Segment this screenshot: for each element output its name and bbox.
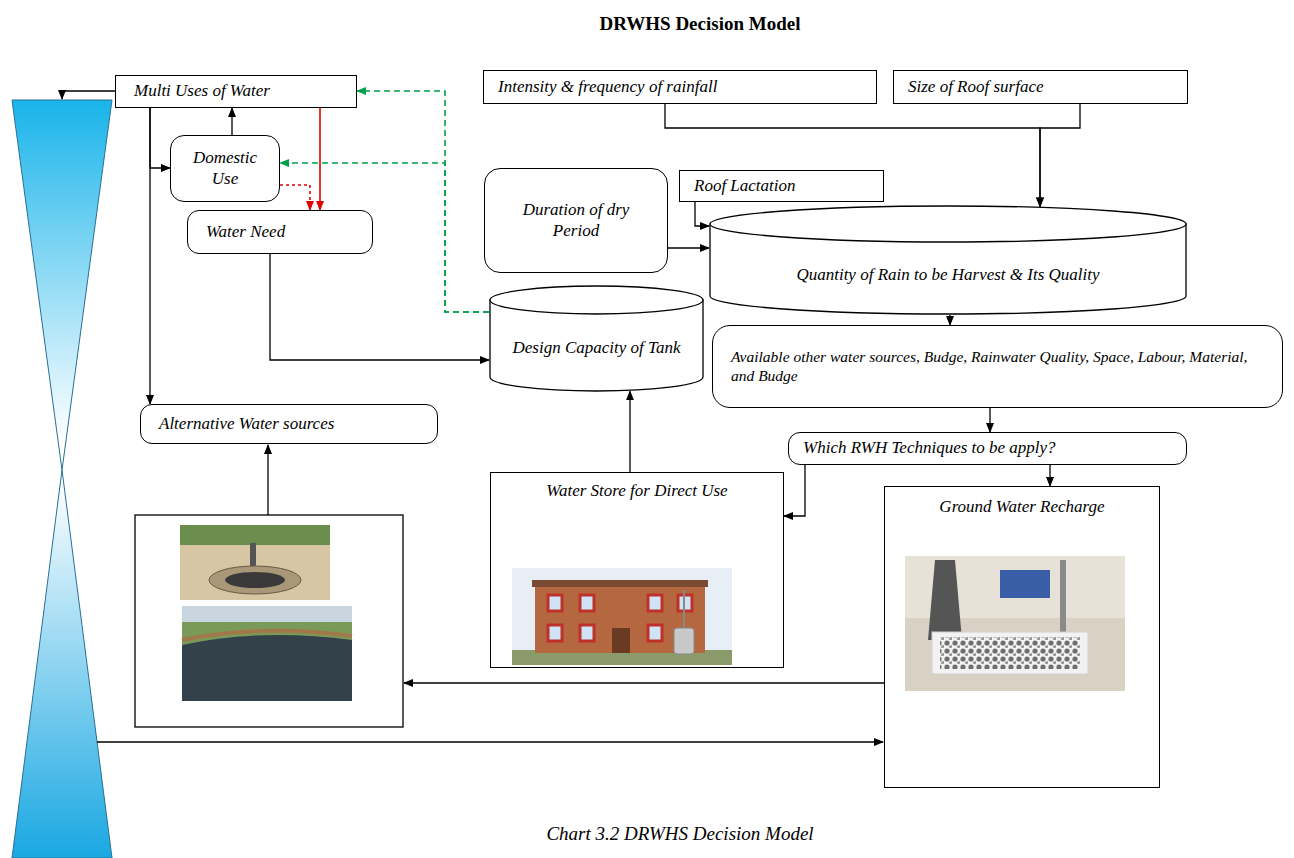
house-picture bbox=[580, 625, 594, 641]
pond-photo bbox=[182, 635, 352, 701]
node-label: Roof Lactation bbox=[694, 176, 873, 196]
connector-arrow bbox=[629, 391, 630, 472]
tank-cylinder: Design Capacity of Tank bbox=[489, 285, 704, 392]
house-picture bbox=[532, 580, 708, 587]
house-picture bbox=[580, 595, 594, 611]
diagram-title: DRWHS Decision Model bbox=[450, 12, 950, 36]
node-label: Size of Roof surface bbox=[908, 77, 1177, 97]
connector-arrow bbox=[319, 108, 321, 210]
node-label: Which RWH Techniques to be apply? bbox=[803, 438, 1176, 458]
house-picture bbox=[648, 625, 662, 641]
recharge-pit-picture bbox=[1000, 570, 1050, 598]
house-picture bbox=[548, 625, 562, 641]
house-picture bbox=[612, 628, 630, 653]
house-picture bbox=[535, 587, 705, 653]
hourglass-figure bbox=[12, 100, 112, 858]
cylinder-outline bbox=[709, 205, 1187, 315]
connector-arrow bbox=[784, 465, 805, 516]
well-photo bbox=[180, 525, 330, 600]
flow-line bbox=[62, 91, 115, 99]
node-label: Duration of dry Period bbox=[501, 200, 651, 241]
decision-box: Which RWH Techniques to be apply? bbox=[788, 432, 1187, 465]
well-photo bbox=[180, 525, 330, 600]
chart-caption: Chart 3.2 DRWHS Decision Model bbox=[420, 822, 940, 846]
connector-arrow bbox=[695, 202, 709, 226]
node-label: Intensity & frequency of rainfall bbox=[498, 77, 866, 97]
node-label: Water Store for Direct Use bbox=[531, 481, 743, 501]
recharge-pit-picture bbox=[905, 556, 1125, 691]
connector-arrow bbox=[150, 108, 170, 168]
recharge-pit-picture bbox=[940, 637, 1080, 669]
flow-line bbox=[404, 682, 884, 683]
recharge-pit-picture bbox=[1060, 560, 1066, 640]
node-label: Ground Water Recharge bbox=[925, 497, 1119, 517]
use-box: Domestic Use bbox=[170, 135, 280, 202]
node-label: Water Need bbox=[206, 222, 362, 242]
node-label: Alternative Water sources bbox=[159, 414, 427, 434]
house-picture bbox=[683, 590, 685, 628]
source-box: Alternative Water sources bbox=[140, 404, 438, 444]
connector-arrow bbox=[280, 185, 310, 210]
house-picture bbox=[648, 595, 662, 611]
connector-arrow bbox=[1040, 104, 1080, 206]
house-picture bbox=[512, 568, 732, 665]
input-box: Duration of dry Period bbox=[484, 168, 668, 273]
house-picture bbox=[512, 568, 732, 665]
connector-arrow bbox=[270, 254, 489, 360]
flow-line bbox=[267, 445, 268, 515]
storage-cylinder: Quantity of Rain to be Harvest & Its Qua… bbox=[709, 205, 1187, 315]
connector-arrow bbox=[231, 108, 232, 135]
node-label: Design Capacity of Tank bbox=[507, 338, 686, 358]
node-label: Available other water sources, Budge, Ra… bbox=[731, 348, 1264, 385]
hourglass-figure bbox=[12, 100, 112, 858]
need-box: Water Need bbox=[187, 210, 373, 254]
node-label: Domestic Use bbox=[183, 148, 267, 189]
connector-arrow bbox=[949, 315, 950, 325]
connector-arrow bbox=[149, 108, 150, 404]
constraint-box: Available other water sources, Budge, Ra… bbox=[712, 325, 1283, 408]
input-box: Roof Lactation bbox=[679, 170, 884, 202]
node-label: Quantity of Rain to be Harvest & Its Qua… bbox=[789, 265, 1107, 285]
house-picture bbox=[674, 628, 694, 654]
recharge-pit-picture bbox=[905, 556, 1125, 691]
pond-photo bbox=[182, 606, 352, 701]
input-box: Intensity & frequency of rainfall bbox=[483, 70, 877, 104]
technique-box: Water Store for Direct Use bbox=[490, 472, 784, 668]
node-label: Multi Uses of Water bbox=[134, 81, 346, 101]
recharge-pit-picture bbox=[932, 632, 1088, 674]
connector-arrow bbox=[665, 104, 1040, 206]
connector-arrow bbox=[989, 408, 990, 432]
well-photo bbox=[180, 525, 330, 545]
connector-arrow bbox=[1049, 465, 1050, 486]
house-picture bbox=[548, 595, 562, 611]
technique-box: Ground Water Recharge bbox=[884, 486, 1160, 788]
flow-line bbox=[97, 741, 883, 742]
flow-line bbox=[62, 91, 884, 742]
pond-photo bbox=[182, 606, 352, 622]
pond-photo bbox=[182, 631, 352, 640]
recharge-pit-picture bbox=[928, 560, 962, 640]
pond-photo bbox=[182, 606, 352, 701]
connector-arrow bbox=[357, 91, 489, 312]
input-box: Size of Roof surface bbox=[893, 70, 1188, 104]
source-box: Multi Uses of Water bbox=[115, 75, 357, 108]
photo-frame bbox=[135, 515, 403, 727]
well-photo bbox=[225, 572, 285, 588]
well-photo bbox=[209, 566, 301, 594]
connector-arrow bbox=[668, 247, 709, 248]
